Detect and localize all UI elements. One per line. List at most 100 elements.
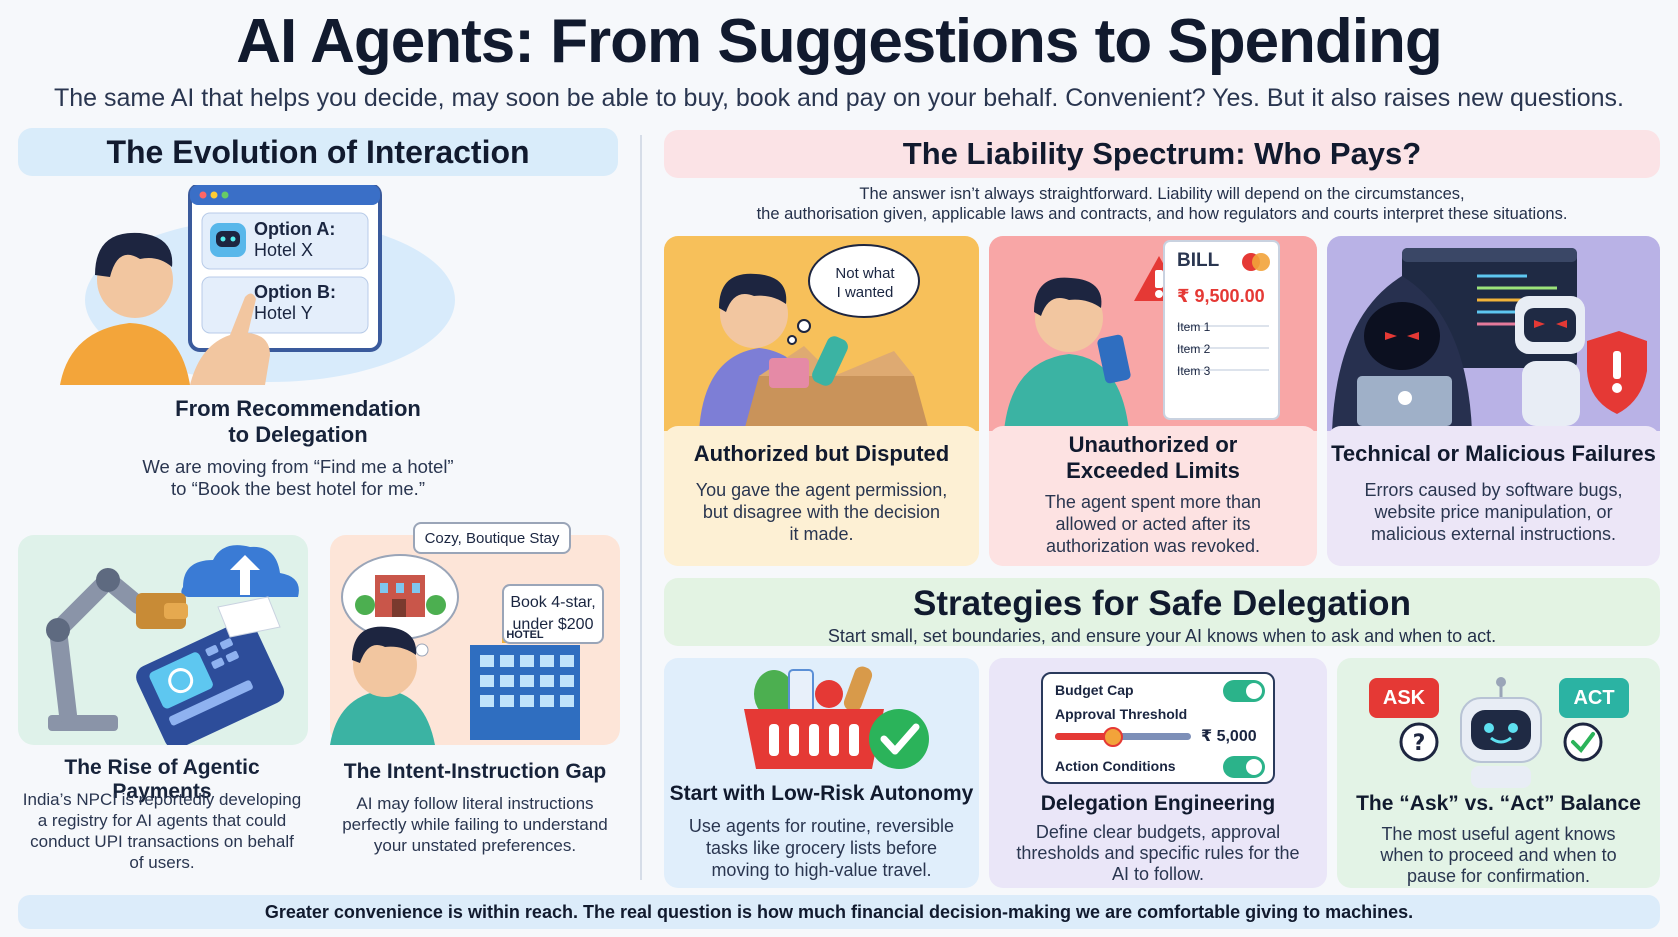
ask-act-card: ASK ACT ? The “Ask” vs. “Act” Balance Th…	[1337, 658, 1660, 888]
strategies-heading: Strategies for Safe Delegation	[913, 584, 1411, 623]
bill-label: BILL	[1177, 250, 1220, 271]
ask-act-text-2: when to proceed and when to	[1380, 845, 1617, 865]
intent-text-2: perfectly while failing to understand	[342, 815, 608, 834]
low-risk-title: Start with Low-Risk Autonomy	[669, 782, 974, 805]
authorized-illustration	[664, 236, 979, 431]
bill-amount: ₹ 9,500.00	[1177, 286, 1265, 306]
robot-ask-act-icon: ?	[1399, 677, 1603, 788]
approval-threshold-label: Approval Threshold	[1055, 706, 1188, 722]
action-conditions-toggle[interactable]	[1223, 756, 1265, 778]
payments-text-2: a registry for AI agents that could	[37, 811, 287, 830]
shocked-person-bill-icon	[1004, 240, 1280, 431]
low-risk-text-2: tasks like grocery lists before	[705, 838, 938, 858]
toggle-knob	[1246, 683, 1262, 699]
hotel-sign: HOTEL	[506, 629, 544, 641]
unauthorized-title-1: Unauthorized or	[1068, 432, 1238, 457]
intent-bubble-2-line1: Book 4-star,	[510, 594, 596, 611]
evolution-title-1: From Recommendation	[175, 396, 421, 421]
strategies-subtitle: Start small, set boundaries, and ensure …	[827, 626, 1497, 646]
intent-bubble-2-line2: under $200	[512, 616, 594, 633]
technical-text-3: malicious external instructions.	[1370, 524, 1617, 544]
liability-heading: The Liability Spectrum: Who Pays?	[664, 130, 1660, 178]
evolution-heading: The Evolution of Interaction	[18, 128, 618, 176]
technical-title: Technical or Malicious Failures	[1331, 441, 1656, 466]
act-badge: ACT	[1559, 678, 1629, 718]
column-divider	[640, 135, 642, 880]
delegation-text-3: AI to follow.	[1111, 864, 1205, 884]
hacker-robot-icon	[1332, 248, 1647, 431]
unauthorized-title-2: Exceeded Limits	[1066, 458, 1240, 483]
thought-bubble-text-2: I wanted	[836, 284, 894, 301]
intent-title: The Intent-Instruction Gap	[343, 760, 607, 783]
budget-cap-toggle[interactable]	[1223, 680, 1265, 702]
technical-text-area	[1327, 426, 1660, 566]
option-b-label: Option B:	[254, 282, 336, 302]
budget-cap-label: Budget Cap	[1055, 682, 1134, 698]
intent-text-3: your unstated preferences.	[373, 836, 577, 855]
threshold-value: ₹ 5,000	[1201, 728, 1257, 745]
unauthorized-text-1: The agent spent more than	[1044, 492, 1262, 512]
ask-badge: ASK	[1369, 678, 1439, 718]
technical-illustration	[1327, 236, 1660, 431]
page-title: AI Agents: From Suggestions to Spending	[236, 7, 1443, 76]
low-risk-card: Start with Low-Risk Autonomy Use agents …	[664, 658, 979, 888]
payments-text-4: of users.	[129, 853, 195, 872]
delegation-card: Budget Cap Approval Threshold ₹ 5,000 Ac…	[989, 658, 1327, 888]
option-b-value: Hotel Y	[254, 303, 313, 323]
technical-text-2: website price manipulation, or	[1374, 502, 1613, 522]
ask-act-title: The “Ask” vs. “Act” Balance	[1356, 792, 1641, 815]
authorized-text-1: You gave the agent permission,	[695, 480, 948, 500]
liability-subtitle-2: the authorisation given, applicable laws…	[756, 205, 1568, 223]
toggle-knob	[1246, 759, 1262, 775]
unauthorized-text-2: allowed or acted after its	[1055, 514, 1251, 534]
strategies-heading-box: Strategies for Safe Delegation Start sma…	[664, 578, 1660, 646]
intent-text-1: AI may follow literal instructions	[356, 794, 594, 813]
unauthorized-text-3: authorization was revoked.	[1045, 536, 1261, 556]
payments-text-1: India’s NPCI is reportedly developing	[22, 790, 302, 809]
authorized-text-area	[664, 426, 979, 566]
disappointed-person-box-icon	[699, 244, 929, 431]
bill-item-1: Item 1	[1177, 320, 1211, 334]
threshold-slider-handle[interactable]	[1103, 727, 1123, 747]
page-subtitle: The same AI that helps you decide, may s…	[54, 84, 1624, 112]
evolution-title-2: to Delegation	[228, 422, 368, 447]
threshold-slider-fill	[1055, 733, 1111, 740]
delegation-text-2: thresholds and specific rules for the	[1016, 843, 1300, 863]
intent-bubble-2: Book 4-star, under $200	[502, 584, 604, 644]
svg-text:?: ?	[1413, 731, 1426, 756]
evolution-text-2: to “Book the best hotel for me.”	[171, 478, 425, 499]
delegation-text-1: Define clear budgets, approval	[1035, 822, 1281, 842]
delegation-illustration	[40, 183, 460, 385]
intent-bubble-1: Cozy, Boutique Stay	[413, 522, 571, 554]
liability-subtitle-1: The answer isn’t always straightforward.…	[859, 185, 1465, 203]
robot-arm-payment-icon	[46, 545, 299, 749]
unauthorized-illustration	[989, 236, 1317, 431]
option-a-label: Option A:	[254, 219, 336, 239]
option-a-value: Hotel X	[254, 240, 314, 260]
grocery-basket-icon	[744, 666, 929, 769]
bill-item-3: Item 3	[1177, 364, 1211, 378]
payments-title: The Rise of Agentic Payments	[64, 756, 260, 803]
technical-card: Technical or Malicious Failures Errors c…	[1327, 236, 1660, 566]
ask-act-text-1: The most useful agent knows	[1381, 824, 1616, 844]
authorized-text-3: it made.	[789, 524, 854, 544]
evolution-text-1: We are moving from “Find me a hotel”	[142, 456, 454, 477]
delegation-title: Delegation Engineering	[1040, 792, 1276, 815]
threshold-slider-track[interactable]	[1055, 733, 1191, 740]
person-pointing-icon	[60, 183, 455, 385]
footer-banner: Greater convenience is within reach. The…	[18, 895, 1660, 929]
liability-subtitle: The answer isn’t always straightforward.…	[664, 184, 1660, 224]
payments-text-3: conduct UPI transactions on behalf	[30, 832, 294, 851]
low-risk-text-3: moving to high-value travel.	[711, 860, 932, 880]
authorized-text-2: but disagree with the decision	[702, 502, 941, 522]
authorized-title: Authorized but Disputed	[693, 441, 950, 466]
unauthorized-card: BILL ₹ 9,500.00 Item 1 Item 2 Item 3 Una…	[989, 236, 1317, 566]
action-conditions-label: Action Conditions	[1055, 758, 1176, 774]
technical-text-1: Errors caused by software bugs,	[1364, 480, 1623, 500]
authorized-disputed-card: Not what I wanted Authorized but Dispute…	[664, 236, 979, 566]
thought-bubble-text-1: Not what	[835, 265, 895, 282]
ask-act-text-3: pause for confirmation.	[1406, 866, 1591, 886]
payments-illustration	[18, 535, 308, 749]
bill-item-2: Item 2	[1177, 342, 1211, 356]
low-risk-text-1: Use agents for routine, reversible	[688, 816, 955, 836]
